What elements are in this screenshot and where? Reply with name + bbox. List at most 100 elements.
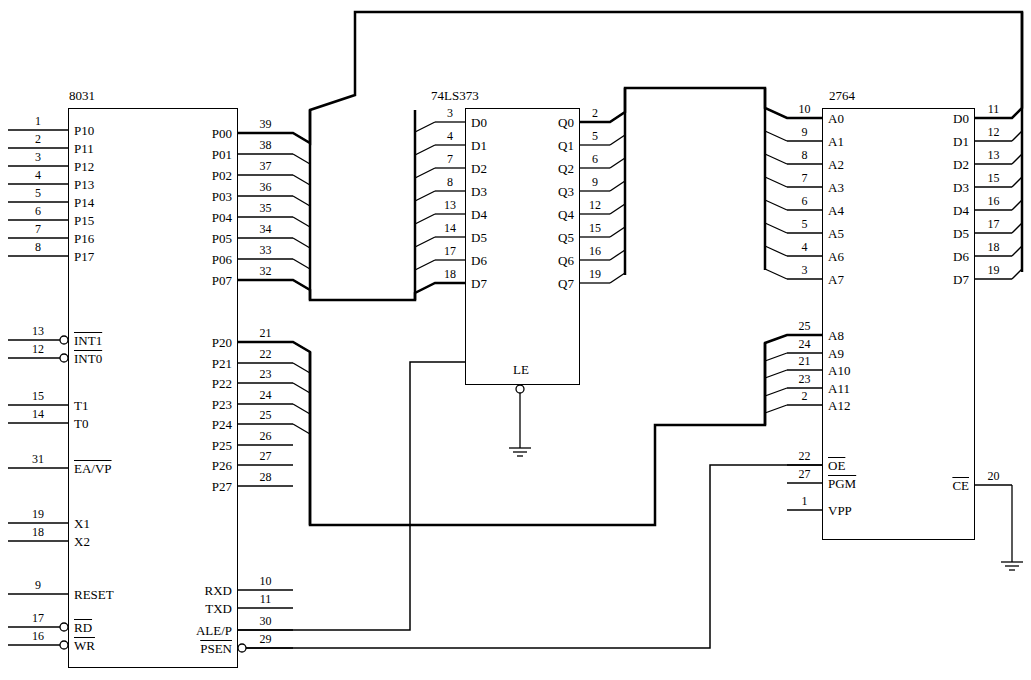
- pin-name: D4: [471, 207, 487, 223]
- bus-entry: [765, 388, 787, 396]
- bus-entry: [293, 175, 310, 185]
- chip-name: 2764: [829, 88, 855, 104]
- pin-number: 34: [260, 223, 272, 236]
- pin-name: P05: [212, 231, 232, 247]
- bus-entry: [610, 135, 625, 145]
- pin-stub: [787, 509, 822, 510]
- bus-entry: [765, 154, 787, 164]
- pin-stub: [238, 153, 293, 154]
- bus-entry: [610, 227, 625, 237]
- pin-stub: [787, 232, 822, 233]
- pin-number: 11: [260, 593, 272, 606]
- pin-number: 26: [260, 430, 272, 443]
- ic-chip: 74LS373D0D1D2D3D4D5D6D7Q0Q1Q2Q3Q4Q5Q6Q7L…: [465, 108, 580, 385]
- pin-stub: [975, 484, 1012, 485]
- pin-stub: [787, 209, 822, 210]
- pin-stub: [238, 444, 293, 445]
- pin-stub: [8, 644, 60, 645]
- pin-number: 12: [988, 126, 1000, 139]
- pin-stub: [8, 237, 68, 238]
- pin-stub: [435, 190, 465, 191]
- pin-name: D6: [471, 253, 487, 269]
- pin-stub: [238, 464, 293, 465]
- pin-name: P07: [212, 273, 232, 289]
- pin-stub: [238, 216, 293, 217]
- pin-name: A11: [828, 381, 850, 397]
- pin-name: D5: [953, 226, 969, 242]
- pin-stub: [580, 236, 610, 237]
- pin-name: P00: [212, 126, 232, 142]
- pin-name: P24: [212, 417, 232, 433]
- pin-name: A9: [828, 346, 844, 362]
- bus-entry: [293, 196, 310, 206]
- bus-entry: [293, 363, 310, 373]
- pin-name: Q0: [558, 115, 574, 131]
- pin-number: 5: [802, 218, 808, 231]
- pin-name: A5: [828, 226, 844, 242]
- pin-number: 29: [260, 633, 272, 646]
- ground-wire: [1011, 485, 1012, 562]
- bus-entry: [1012, 131, 1022, 141]
- bus-entry: [293, 404, 310, 414]
- pin-number: 3: [35, 151, 41, 164]
- bus-wire: [238, 362, 465, 630]
- pin-name: P03: [212, 189, 232, 205]
- pin-stub: [787, 387, 822, 388]
- bus-entry: [765, 223, 787, 233]
- chip-name: 74LS373: [431, 88, 479, 104]
- pin-stub: [435, 144, 465, 145]
- bus-entry: [765, 353, 787, 361]
- pin-number: 4: [35, 169, 41, 182]
- bus-entry: [610, 181, 625, 191]
- pin-name: LE: [513, 362, 529, 378]
- pin-name: P11: [74, 141, 94, 157]
- bus-entry: [1012, 269, 1022, 279]
- pin-stub: [238, 237, 293, 238]
- pin-stub: [435, 259, 465, 260]
- pin-stub: [580, 144, 610, 145]
- pin-name: INT1: [74, 333, 102, 349]
- ground-symbol: [509, 447, 531, 448]
- pin-number: 5: [35, 187, 41, 200]
- pin-number: 27: [799, 468, 811, 481]
- pin-number: 17: [444, 245, 456, 258]
- pin-name: Q7: [558, 276, 574, 292]
- pin-name: EA/VP: [74, 461, 112, 477]
- bus-entry: [293, 424, 310, 434]
- pin-name: A8: [828, 328, 844, 344]
- pin-stub: [787, 140, 822, 141]
- pin-number: 28: [260, 471, 272, 484]
- pin-number: 38: [260, 139, 272, 152]
- pin-name: Q4: [558, 207, 574, 223]
- pin-stub: [435, 167, 465, 168]
- pin-stub: [580, 167, 610, 168]
- pin-number: 18: [988, 241, 1000, 254]
- pin-number: 11: [988, 103, 1000, 116]
- address-bus: [624, 88, 627, 275]
- pin-number: 9: [35, 579, 41, 592]
- pin-name: P21: [212, 356, 232, 372]
- pin-stub: [238, 382, 293, 383]
- pin-stub: [8, 357, 60, 358]
- symbols: [60, 336, 1023, 652]
- pin-name: RD: [74, 620, 92, 636]
- pin-stub: [435, 121, 465, 122]
- pin-number: 8: [802, 149, 808, 162]
- pin-stub: [435, 236, 465, 237]
- pin-number: 27: [260, 450, 272, 463]
- pin-number: 17: [32, 612, 44, 625]
- bus-wire: [580, 88, 822, 122]
- pin-number: 4: [802, 241, 808, 254]
- pin-stub: [975, 232, 1012, 233]
- bus-entry: [1012, 154, 1022, 164]
- pin-name: Q6: [558, 253, 574, 269]
- pin-name: P10: [74, 123, 94, 139]
- pin-number: 7: [802, 172, 808, 185]
- pin-stub: [238, 423, 293, 424]
- pin-number: 18: [32, 526, 44, 539]
- pin-name: Q2: [558, 161, 574, 177]
- pin-name: D4: [953, 203, 969, 219]
- pin-name: P16: [74, 231, 94, 247]
- connectors: [238, 12, 1022, 648]
